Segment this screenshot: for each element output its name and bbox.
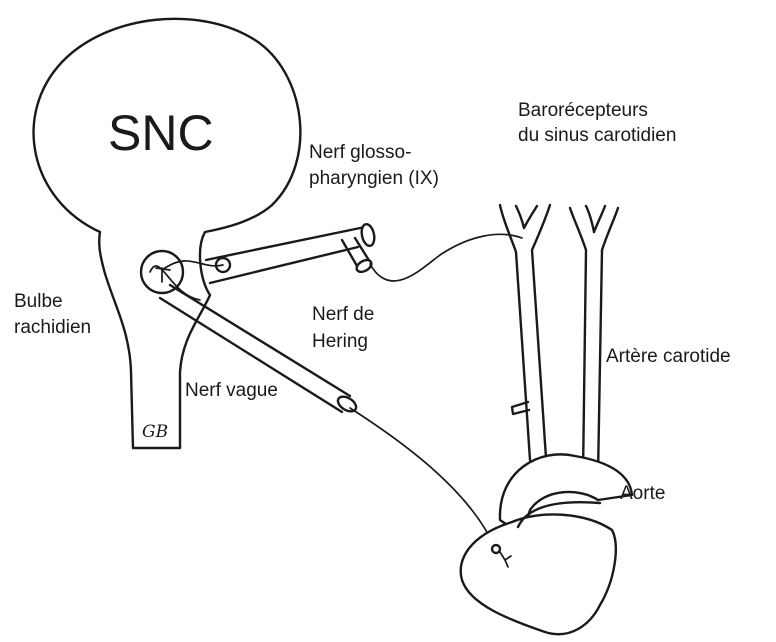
label-hering-2: Hering <box>312 331 368 352</box>
label-hering-1: Nerf de <box>312 304 374 325</box>
carotid-left <box>500 205 550 460</box>
hering-fiber <box>370 234 522 281</box>
label-aorte: Aorte <box>620 483 665 504</box>
label-vague: Nerf vague <box>185 380 278 401</box>
carotid-right <box>570 206 618 475</box>
glossopharyngeal-nerve <box>206 227 365 283</box>
glossopharyngeal-nerve-end <box>360 223 376 247</box>
label-glosso-1: Nerf glosso- <box>309 142 411 163</box>
label-bulbe-2: rachidien <box>14 317 91 338</box>
heart <box>461 514 616 634</box>
label-baro-2: du sinus carotidien <box>518 125 676 146</box>
artist-signature: GB <box>142 422 168 442</box>
label-baro-1: Barorécepteurs <box>518 100 648 121</box>
label-glosso-2: pharyngien (IX) <box>309 168 439 189</box>
label-bulbe-1: Bulbe <box>14 291 63 312</box>
heart-ganglion <box>492 545 500 553</box>
label-snc: SNC <box>108 105 214 161</box>
vagus-fiber <box>350 408 495 548</box>
label-carotide: Artère carotide <box>606 346 731 367</box>
